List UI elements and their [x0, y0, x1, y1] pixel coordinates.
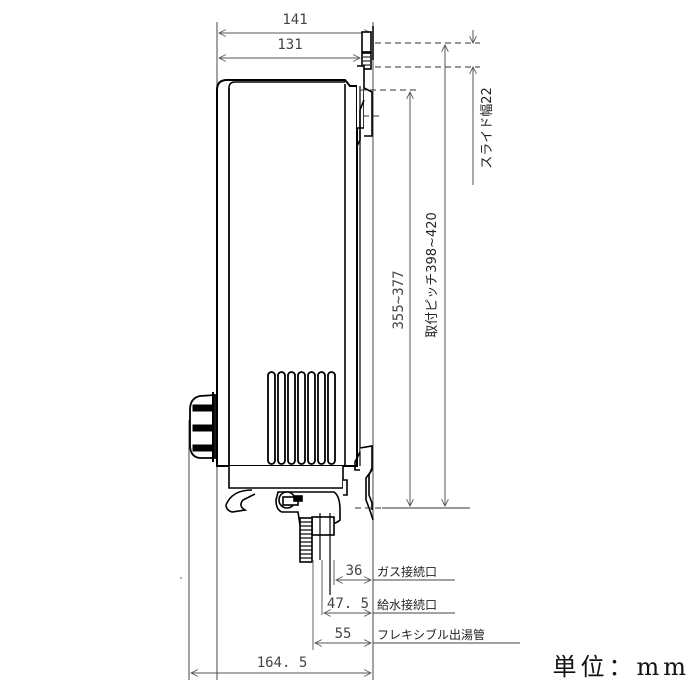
bottom-mount-bracket — [354, 445, 374, 521]
heater-body — [216, 79, 358, 467]
gas-connection-dim: 36 — [346, 563, 363, 579]
slide-width-label: スライド幅22 — [480, 87, 495, 169]
control-knob-icon — [189, 392, 216, 462]
lower-body — [225, 466, 348, 595]
dim-131-label: 131 — [277, 37, 302, 53]
dim-141: 141 — [219, 12, 371, 33]
centerlines-top — [360, 42, 480, 117]
flexible-outlet-dim: 55 — [335, 626, 352, 642]
dim-gas-connection: 36 ガス接続口 — [333, 560, 455, 585]
mount-pitch-label: 取付ピッチ398~420 — [425, 212, 440, 338]
flexible-hose-icon — [300, 521, 312, 559]
unit-label: 単位：mm — [552, 653, 690, 681]
gas-connection-label: ガス接続口 — [377, 564, 437, 579]
dim-flexible-outlet: 55 フレキシブル出湯管 — [312, 560, 520, 650]
dim-mount-pitch: 取付ピッチ398~420 — [425, 45, 445, 506]
dim-164-5: 164. 5 — [191, 655, 371, 673]
dim-131: 131 — [219, 37, 360, 58]
dim-slide-width: スライド幅22 — [473, 30, 495, 185]
dim-body-height: 355~377 — [391, 92, 410, 506]
top-mount-bracket — [356, 26, 374, 466]
vent-louvers — [267, 371, 336, 465]
overall-depth-bottom-label: 164. 5 — [257, 655, 308, 671]
stray-mark — [180, 577, 182, 579]
flexible-outlet-label: フレキシブル出湯管 — [377, 627, 485, 642]
dim-water-supply: 47. 5 給水接続口 — [321, 560, 455, 615]
dim-141-label: 141 — [282, 12, 307, 28]
water-supply-dim: 47. 5 — [327, 596, 369, 612]
water-supply-label: 給水接続口 — [377, 597, 437, 612]
body-height-label: 355~377 — [391, 270, 407, 329]
